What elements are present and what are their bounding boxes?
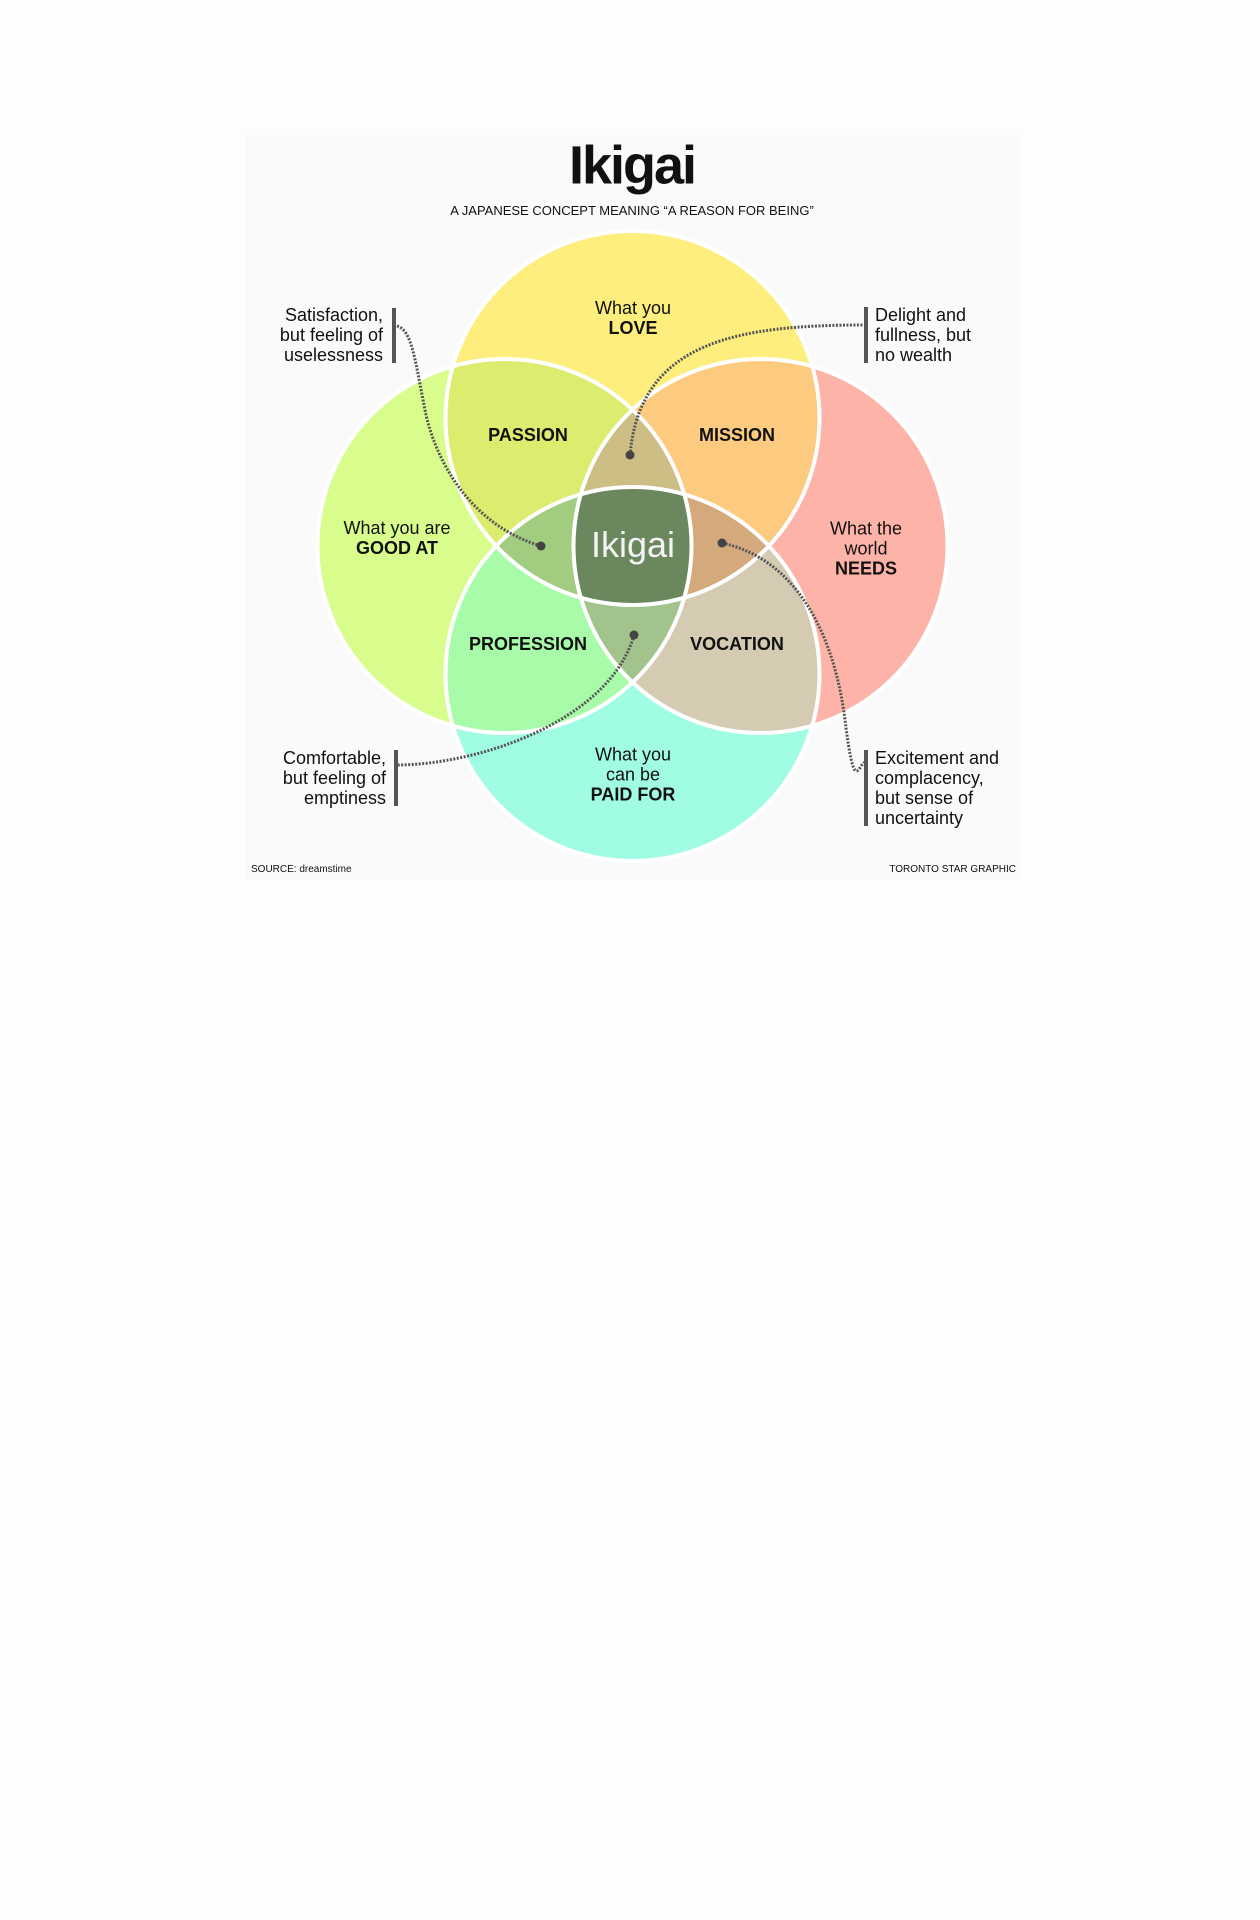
leader-line-satisfaction xyxy=(396,324,542,548)
label-vocation: VOCATION xyxy=(690,634,784,655)
dot-comfortable xyxy=(629,630,639,640)
callout-line: uncertainty xyxy=(875,808,964,828)
callout-line: complacency, xyxy=(875,768,984,788)
label-line: What the xyxy=(829,518,903,539)
label-line: What you xyxy=(594,744,672,765)
callout-line: Excitement and xyxy=(875,748,1000,768)
label-line: LOVE xyxy=(608,318,658,338)
label-line: What you are xyxy=(343,518,451,539)
leader-line-comfortable xyxy=(395,634,636,767)
callout-line: Delight and xyxy=(875,305,967,325)
graphic-credit: TORONTO STAR GRAPHIC xyxy=(889,864,1016,875)
callout-line: fullness, but xyxy=(875,325,972,345)
callout-comfortable: Comfortable, but feeling of emptiness xyxy=(283,748,386,808)
callout-line: emptiness xyxy=(303,788,386,808)
label-line: can be xyxy=(605,764,661,785)
callout-line: but sense of xyxy=(875,788,974,808)
label-paid-for: What you can be PAID FOR xyxy=(591,745,676,804)
callout-line: Comfortable, xyxy=(282,748,386,768)
label-line: What you xyxy=(594,298,672,319)
circle-outlines xyxy=(315,229,950,863)
callout-satisfaction: Satisfaction, but feeling of uselessness xyxy=(280,305,383,365)
dot-excitement xyxy=(717,538,727,548)
source-credit: SOURCE: dreamstime xyxy=(251,864,352,875)
dot-satisfaction xyxy=(536,541,546,551)
label-mission: MISSION xyxy=(698,425,776,446)
callout-line: no wealth xyxy=(875,345,953,365)
label-needs: What the world NEEDS xyxy=(830,519,902,578)
bracket-satisfaction xyxy=(392,308,396,363)
bracket-excitement xyxy=(864,750,868,826)
label-line: GOOD AT xyxy=(356,538,438,558)
callout-line: uselessness xyxy=(283,345,383,365)
dot-delight xyxy=(625,450,635,460)
callout-excitement: Excitement and complacency, but sense of… xyxy=(875,748,999,828)
subtitle: A JAPANESE CONCEPT MEANING “A REASON FOR… xyxy=(450,202,814,218)
label-good-at: What you are GOOD AT xyxy=(343,518,451,559)
callout-line: Satisfaction, xyxy=(284,305,383,325)
bracket-comfortable xyxy=(394,750,398,806)
label-love: What you LOVE xyxy=(594,298,672,339)
callout-line: but feeling of xyxy=(282,768,386,788)
label-line: NEEDS xyxy=(834,557,898,578)
label-line: PAID FOR xyxy=(590,783,676,804)
page-title: Ikigai xyxy=(568,135,697,196)
callout-delight: Delight and fullness, but no wealth xyxy=(875,305,971,365)
label-ikigai-center: Ikigai xyxy=(590,524,676,566)
bracket-delight xyxy=(864,307,868,363)
label-profession: PROFESSION xyxy=(468,634,588,655)
label-line: world xyxy=(844,538,888,559)
callout-line: but feeling of xyxy=(279,325,383,345)
label-passion: PASSION xyxy=(488,425,568,446)
leader-line-excitement xyxy=(721,541,867,773)
